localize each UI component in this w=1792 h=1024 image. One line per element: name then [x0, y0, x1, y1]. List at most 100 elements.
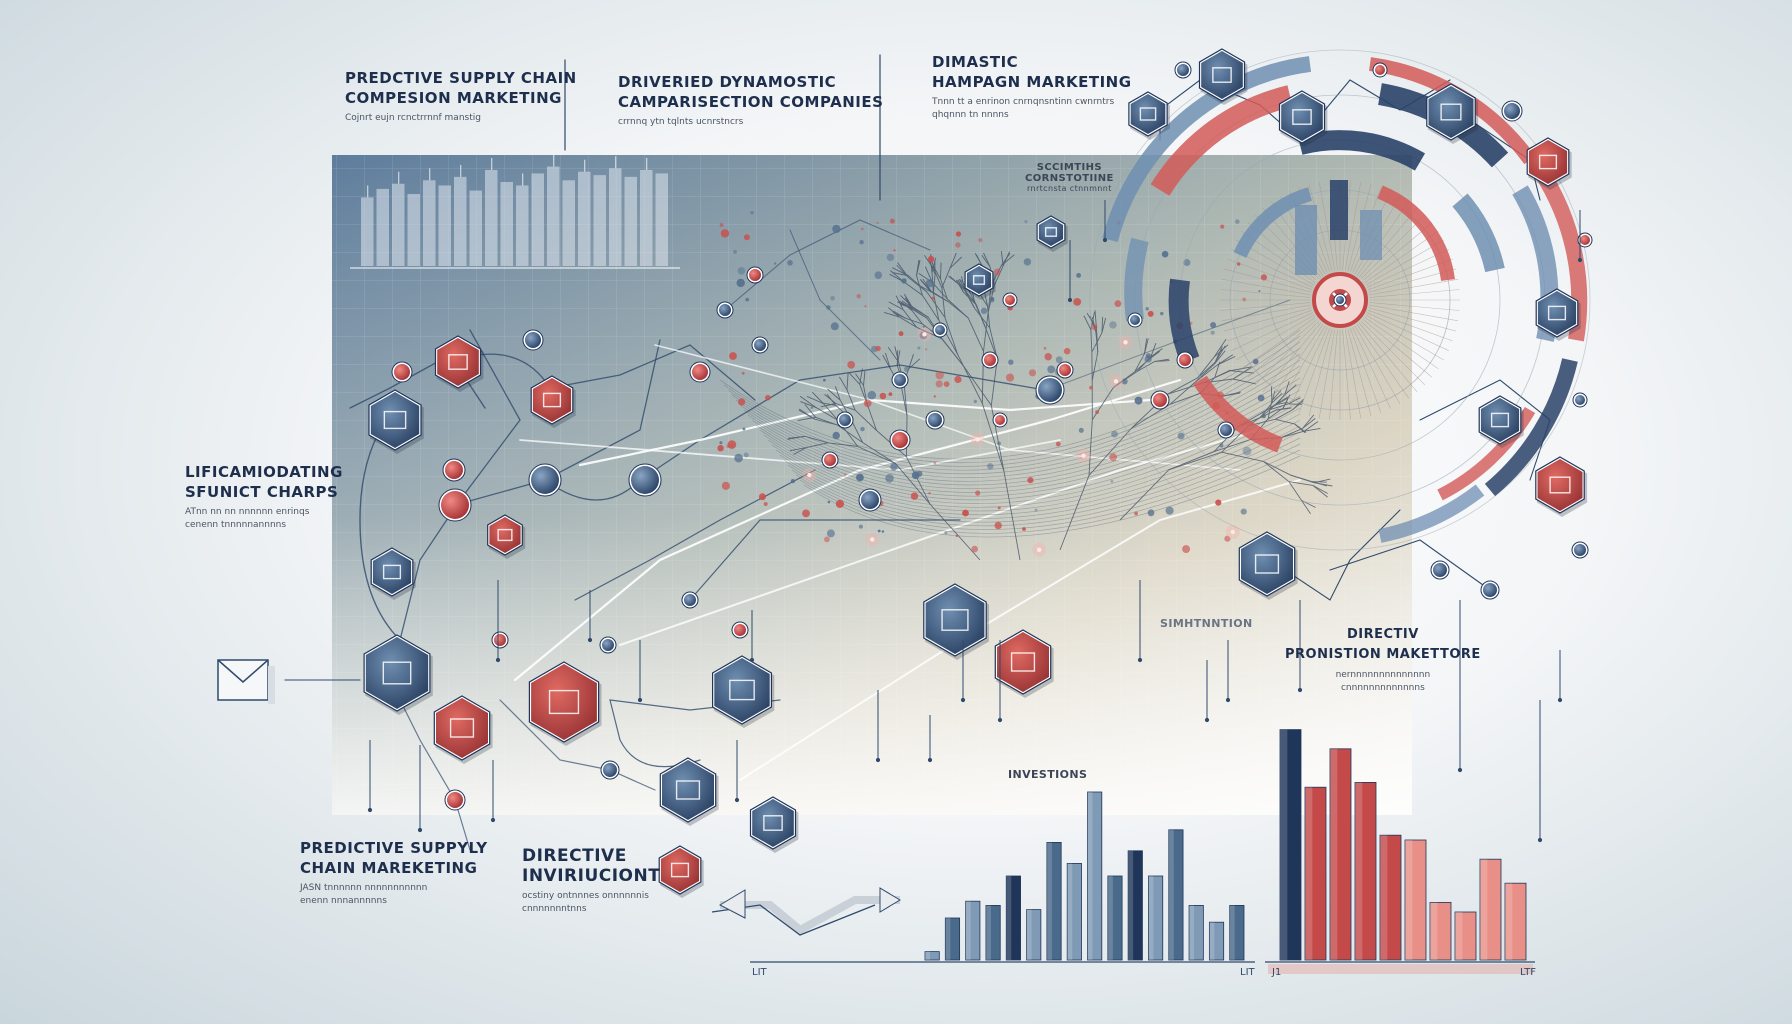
- scatter-dot: [943, 381, 950, 387]
- hexagon-node: [752, 799, 794, 847]
- scatter-dot: [727, 440, 737, 449]
- node-dot: [839, 414, 851, 426]
- bar: [1354, 782, 1377, 961]
- tree-branch: [908, 275, 928, 293]
- tree-branch: [983, 311, 989, 352]
- label-top-right-title-1: DIMASTIC: [932, 53, 1019, 71]
- tree-branch: [1213, 350, 1226, 365]
- tree-branch: [912, 307, 929, 318]
- tree-branch: [866, 404, 878, 431]
- tree-branch: [967, 317, 984, 352]
- tree-branch: [933, 268, 943, 289]
- scatter-dot: [863, 399, 872, 408]
- tree-branch: [895, 463, 931, 505]
- tree-branch: [981, 403, 1005, 472]
- tree-branch: [1290, 474, 1315, 484]
- scatter-dot: [898, 331, 904, 337]
- scatter-dot: [856, 473, 864, 482]
- bar-highlight: [1480, 859, 1488, 960]
- bar-highlight: [1168, 829, 1174, 960]
- gauge-ray: [1235, 314, 1315, 361]
- pin-dot: [1137, 657, 1143, 663]
- scatter-dot: [1044, 353, 1052, 361]
- tree-branch: [1312, 485, 1328, 494]
- scatter-dot: [973, 399, 977, 404]
- tree-branch: [1284, 381, 1290, 396]
- tree-branch: [863, 370, 866, 386]
- scatter-dot: [1161, 250, 1169, 258]
- tree-branch: [1101, 316, 1104, 333]
- label-top-right-title-2: HAMPAGN MARKETING: [932, 73, 1132, 91]
- bar: [965, 900, 981, 961]
- gauge-ray: [1354, 325, 1401, 405]
- radial-gauge: [1089, 49, 1591, 551]
- scatter-dot: [980, 307, 988, 314]
- tree-branch: [1169, 393, 1200, 405]
- pin-dot: [749, 657, 755, 663]
- scatter-dot: [1182, 545, 1191, 554]
- scatter-dot: [1210, 330, 1215, 335]
- tree-branch: [891, 272, 909, 277]
- mini-bar: [392, 183, 405, 266]
- label-top-center-sub: crrnnq ytn tqlnts ucnrstncrs: [618, 117, 744, 127]
- pin-dot: [1537, 837, 1543, 843]
- scatter-dot: [1220, 224, 1225, 229]
- scatter-dot: [1165, 506, 1174, 515]
- tree-branch: [1169, 381, 1197, 405]
- scatter-dot: [758, 493, 766, 501]
- network-links: [284, 54, 1551, 851]
- hexagon-node: [532, 378, 572, 422]
- pin-dot: [587, 637, 593, 643]
- node-dot: [441, 491, 469, 519]
- node-dot: [861, 491, 879, 509]
- scatter-dot: [719, 441, 723, 445]
- node-dot: [1038, 378, 1062, 402]
- hexagon-glyph-icon: [497, 528, 513, 542]
- tree-branch: [916, 260, 920, 276]
- hexagon-node: [1528, 140, 1568, 184]
- scatter-dot: [1215, 499, 1222, 506]
- tree-branch: [1304, 427, 1321, 432]
- tree-branch: [1288, 481, 1302, 501]
- tree-branch: [882, 354, 891, 370]
- mini-bar: [578, 171, 591, 266]
- glow-core: [922, 332, 927, 337]
- tree-branch: [1059, 475, 1090, 551]
- gauge-ray: [1221, 304, 1311, 322]
- hexagon-glyph-icon: [670, 862, 690, 878]
- tree-branch: [1313, 482, 1333, 487]
- node-dot: [935, 325, 945, 335]
- tree-branch: [1197, 361, 1216, 379]
- scatter-dot: [1005, 373, 1015, 382]
- scatter-dot: [830, 322, 839, 331]
- tree-branch: [1275, 418, 1295, 425]
- hexagon-node: [1281, 93, 1323, 141]
- node-dot: [995, 415, 1005, 425]
- tree-branch: [806, 442, 829, 448]
- label-small-center-2: CORNSTOTIINE: [1025, 173, 1114, 184]
- mini-bar: [423, 180, 436, 266]
- scatter-dot: [935, 370, 944, 380]
- node-dot: [1153, 393, 1167, 407]
- tree-branch: [1282, 395, 1290, 409]
- label-small-center-1: SCCIMTIHS: [1036, 162, 1102, 173]
- tree-branch: [799, 408, 815, 420]
- hexagon-glyph-icon: [972, 275, 986, 285]
- mini-bar: [500, 182, 513, 266]
- hexagon-glyph-icon: [1490, 412, 1510, 428]
- bar: [1504, 882, 1527, 961]
- mini-bar: [547, 166, 560, 266]
- tree-branch: [900, 303, 914, 309]
- bar-highlight: [1067, 863, 1073, 960]
- pin-dot: [637, 697, 643, 703]
- tree-branch: [963, 366, 992, 406]
- tree-branch: [975, 304, 986, 328]
- bar-highlight: [1455, 912, 1463, 960]
- hexagon-node: [531, 664, 597, 740]
- tree-branch: [955, 279, 964, 293]
- scatter-dot: [1177, 432, 1185, 440]
- pin-dot: [1204, 717, 1210, 723]
- label-bottom-left: PREDICTIVE SUPPYLY CHAIN MAREKETING JASN…: [300, 838, 488, 907]
- tree-branch: [962, 291, 977, 306]
- tree-branch: [905, 317, 923, 325]
